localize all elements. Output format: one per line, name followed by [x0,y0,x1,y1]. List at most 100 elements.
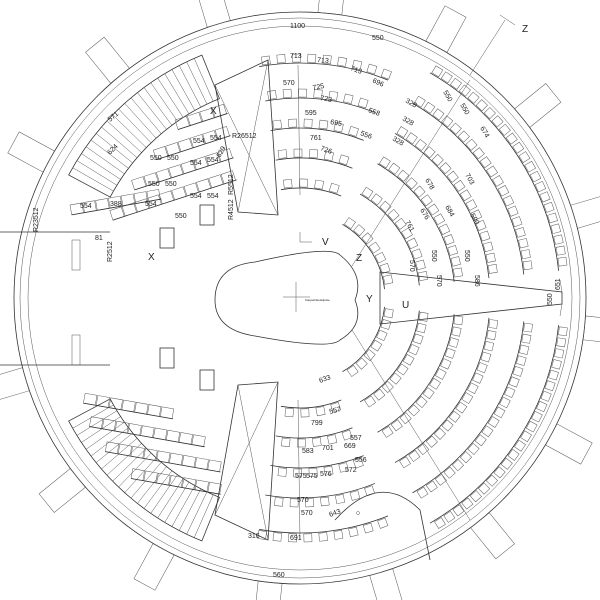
seat [379,200,392,213]
row-rail [83,402,174,420]
stage-platform: Kappelinkeskipiste [214,250,359,345]
seat [487,264,498,274]
dimension-label: 550 [430,250,437,262]
stair-tread [178,65,202,108]
stairs-lower-left [68,398,220,542]
seat-row-right [429,65,568,271]
seat [497,185,510,197]
seat [389,372,402,385]
seat [272,119,283,130]
seat [348,526,359,538]
dimension-label: 570 [301,510,313,517]
seat [434,473,447,486]
buttress [133,543,175,591]
seat [443,234,455,246]
seat [362,522,374,534]
dimension-label: 703 [463,173,475,187]
seat [431,65,444,78]
seat [348,126,359,137]
seat-row-bottom [275,427,353,448]
row-rail [412,102,525,275]
dimension-label: 570 [408,260,415,272]
row-rail [112,179,237,221]
seat [556,337,567,348]
section-marker-v: V [322,237,329,248]
seat [504,386,516,398]
dimension-label: 554 [190,193,202,200]
seat [438,223,451,235]
seat [474,434,487,447]
dimension-label: 799 [311,420,323,427]
dimension-label: 586 [473,275,480,287]
seat [470,209,483,221]
seat [338,154,350,166]
seat [390,419,403,432]
seat [478,482,491,495]
dimension-label: 556 [355,457,367,464]
seat [349,490,361,501]
seat [208,174,224,189]
seat [465,138,478,151]
seat [423,146,436,159]
seat-row-bottom [280,399,342,418]
stair-tread [76,410,118,436]
dimension-label: 81 [95,235,103,242]
seat [539,191,551,203]
seat [396,363,409,376]
seat [553,234,564,245]
dimension-label: 629 [216,145,228,159]
buttress-outline [582,315,600,345]
seat-row-upper-left [131,148,234,191]
seat [485,474,499,487]
seat [486,330,497,341]
seat [475,99,488,112]
seat [512,365,524,377]
seat [283,178,293,189]
dimension-label: 695 [330,119,343,128]
seat [420,194,433,207]
seat [554,348,565,359]
seat [337,56,348,67]
seat [307,53,317,63]
stair-tread [76,160,118,186]
lower-right-room [334,491,431,561]
seat [479,156,492,169]
seat [536,400,548,413]
seat [261,55,271,66]
seat [277,149,288,159]
seat [491,115,504,128]
seat [272,532,282,542]
stair-tread [137,92,167,130]
stair-tread [143,470,173,509]
seat [544,380,556,392]
seat [380,68,392,80]
seat [328,182,340,194]
seat [293,468,303,478]
dimension-label: 575 [306,473,318,480]
seat [449,122,462,135]
seat [519,344,530,355]
seat [373,388,386,401]
seat [416,486,429,499]
stair-tread [124,103,157,139]
seat [461,497,474,510]
row-rail [130,478,221,495]
row-rail [280,399,342,409]
seat-row-lower-left [130,468,222,495]
dimension-label: 554 [207,193,219,200]
stair-outline [68,54,220,198]
buttress [514,83,562,128]
row-rail [71,198,162,216]
stair-tread [157,77,184,118]
seat [493,406,506,419]
dimension-label: 554 [80,203,92,210]
seat [308,149,319,159]
stair-tread [106,120,142,153]
seat [379,262,391,274]
seat [531,410,543,423]
row-rail [377,163,455,282]
seat [425,480,438,493]
row-rail [259,515,389,534]
buttress [570,193,600,229]
